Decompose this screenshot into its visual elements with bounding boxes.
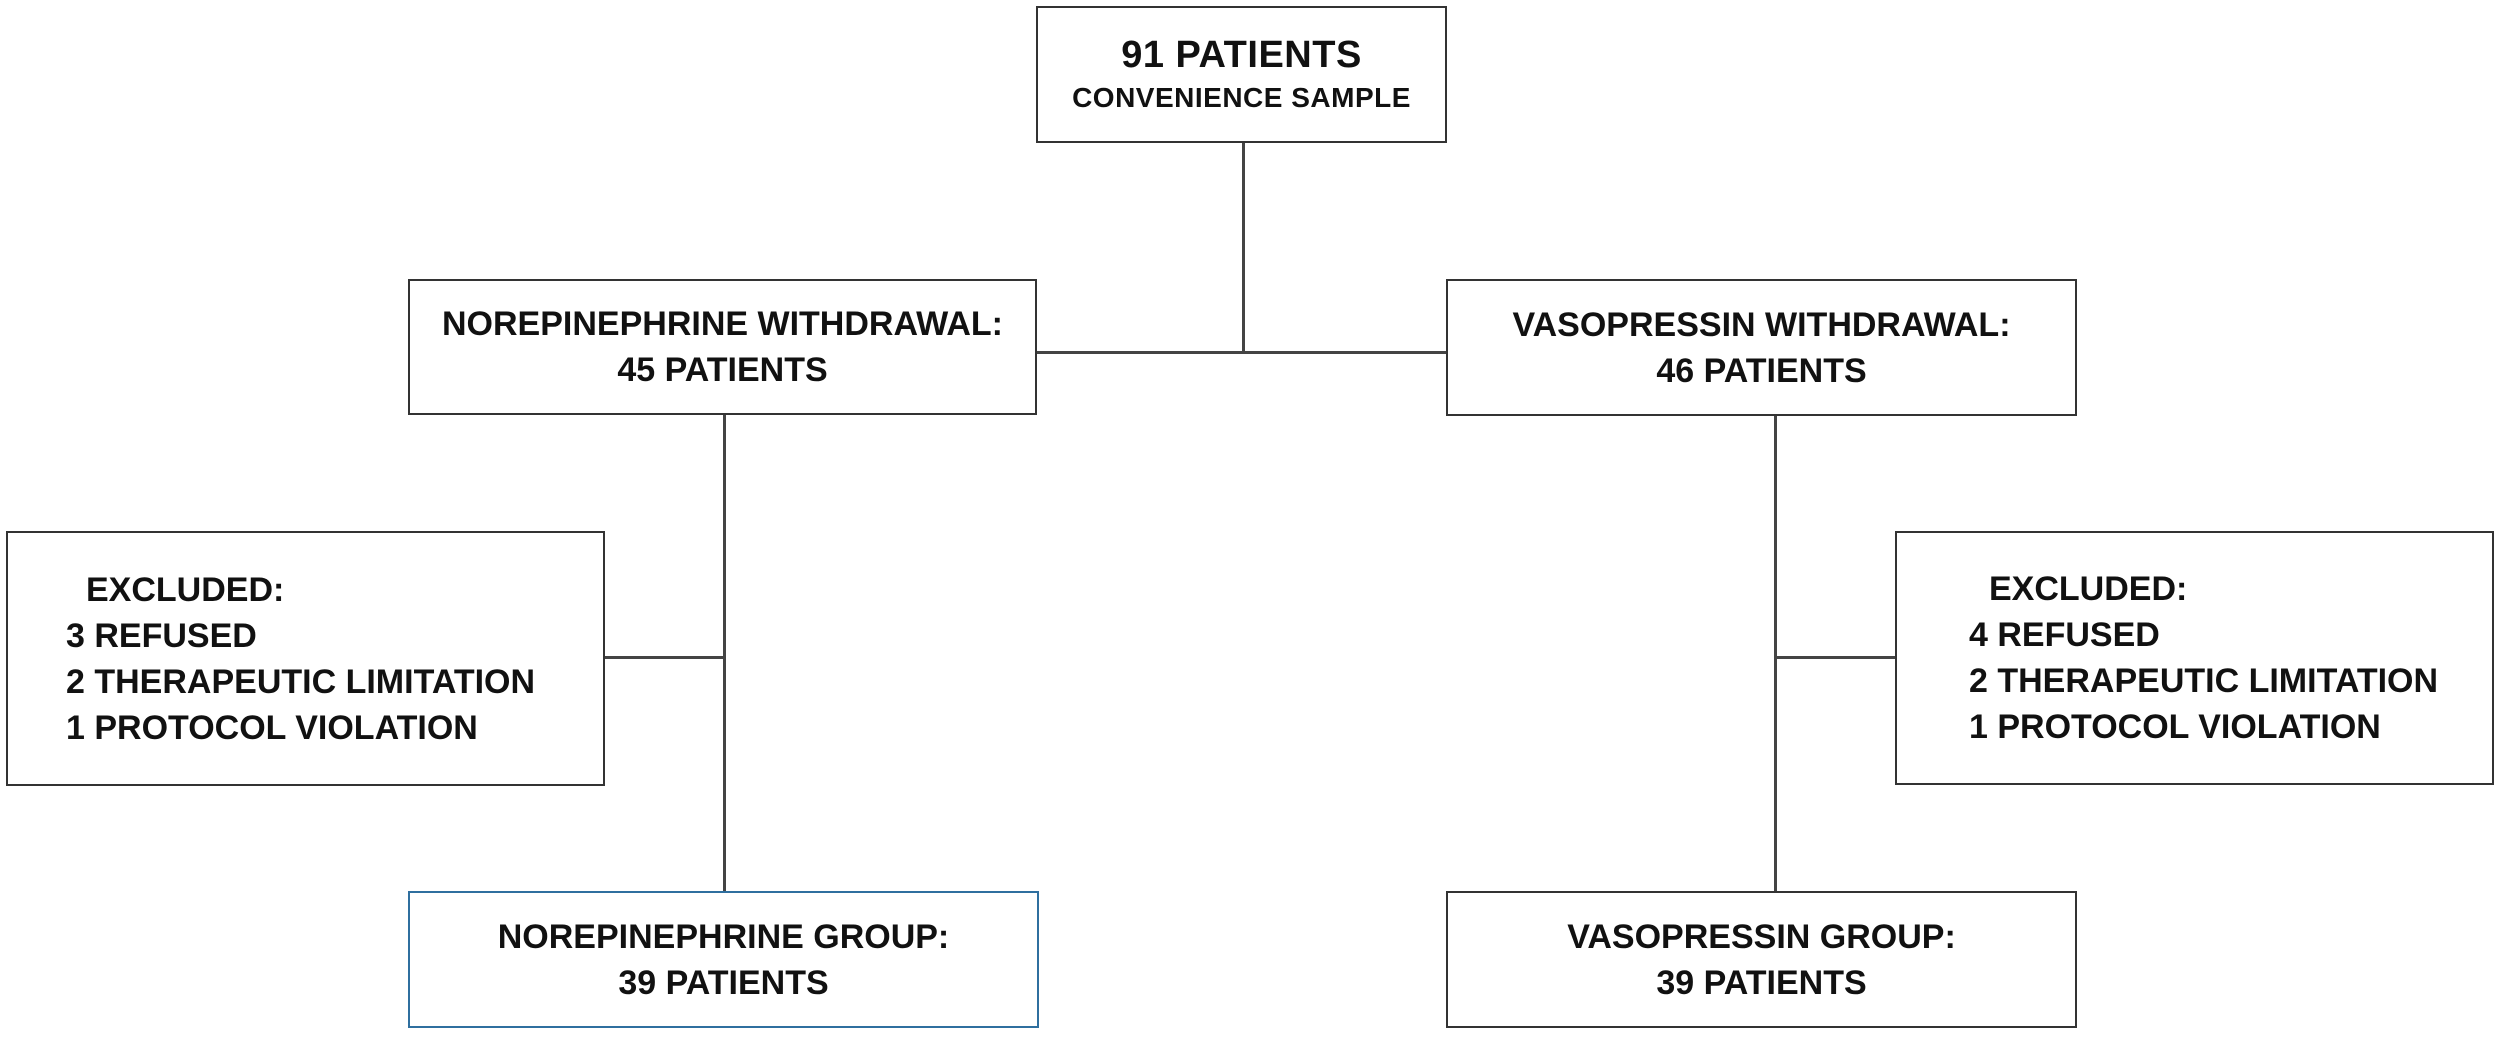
- total-patients-subtitle: CONVENIENCE SAMPLE: [1072, 81, 1411, 113]
- vasopressin-group-label: VASOPRESSIN GROUP:: [1567, 917, 1956, 956]
- connector-right-excluded: [1774, 656, 1897, 659]
- right-excluded-item: 2 THERAPEUTIC LIMITATION: [1969, 662, 2439, 700]
- norepinephrine-withdrawal-label: NOREPINEPHRINE WITHDRAWAL:: [442, 305, 1003, 343]
- vasopressin-withdrawal-box: VASOPRESSIN WITHDRAWAL: 46 PATIENTS: [1446, 279, 2077, 416]
- connector-right-vertical: [1774, 415, 1777, 893]
- right-excluded-box: EXCLUDED: 4 REFUSED 2 THERAPEUTIC LIMITA…: [1895, 531, 2494, 785]
- connector-top-vertical: [1242, 142, 1245, 353]
- right-excluded-heading: EXCLUDED:: [1989, 570, 2188, 608]
- right-excluded-item: 4 REFUSED: [1969, 616, 2160, 654]
- norepinephrine-group-box: NOREPINEPHRINE GROUP: 39 PATIENTS: [408, 891, 1039, 1028]
- left-excluded-item: 2 THERAPEUTIC LIMITATION: [66, 662, 536, 701]
- left-excluded-heading: EXCLUDED:: [86, 570, 285, 609]
- norepinephrine-group-count: 39 PATIENTS: [618, 963, 829, 1002]
- vasopressin-withdrawal-label: VASOPRESSIN WITHDRAWAL:: [1512, 305, 2011, 344]
- connector-left-excluded: [603, 656, 725, 659]
- connector-left-vertical: [723, 413, 726, 893]
- right-excluded-item: 1 PROTOCOL VIOLATION: [1969, 708, 2381, 746]
- vasopressin-group-count: 39 PATIENTS: [1656, 963, 1867, 1002]
- total-patients-title: 91 PATIENTS: [1121, 33, 1362, 76]
- total-patients-box: 91 PATIENTS CONVENIENCE SAMPLE: [1036, 6, 1447, 143]
- vasopressin-group-box: VASOPRESSIN GROUP: 39 PATIENTS: [1446, 891, 2077, 1028]
- norepinephrine-group-label: NOREPINEPHRINE GROUP:: [497, 917, 950, 956]
- connector-top-horizontal: [1036, 351, 1447, 354]
- vasopressin-withdrawal-count: 46 PATIENTS: [1656, 351, 1867, 390]
- norepinephrine-withdrawal-count: 45 PATIENTS: [617, 351, 828, 389]
- norepinephrine-withdrawal-box: NOREPINEPHRINE WITHDRAWAL: 45 PATIENTS: [408, 279, 1037, 415]
- left-excluded-item: 3 REFUSED: [66, 616, 257, 655]
- left-excluded-item: 1 PROTOCOL VIOLATION: [66, 708, 478, 747]
- left-excluded-box: EXCLUDED: 3 REFUSED 2 THERAPEUTIC LIMITA…: [6, 531, 605, 786]
